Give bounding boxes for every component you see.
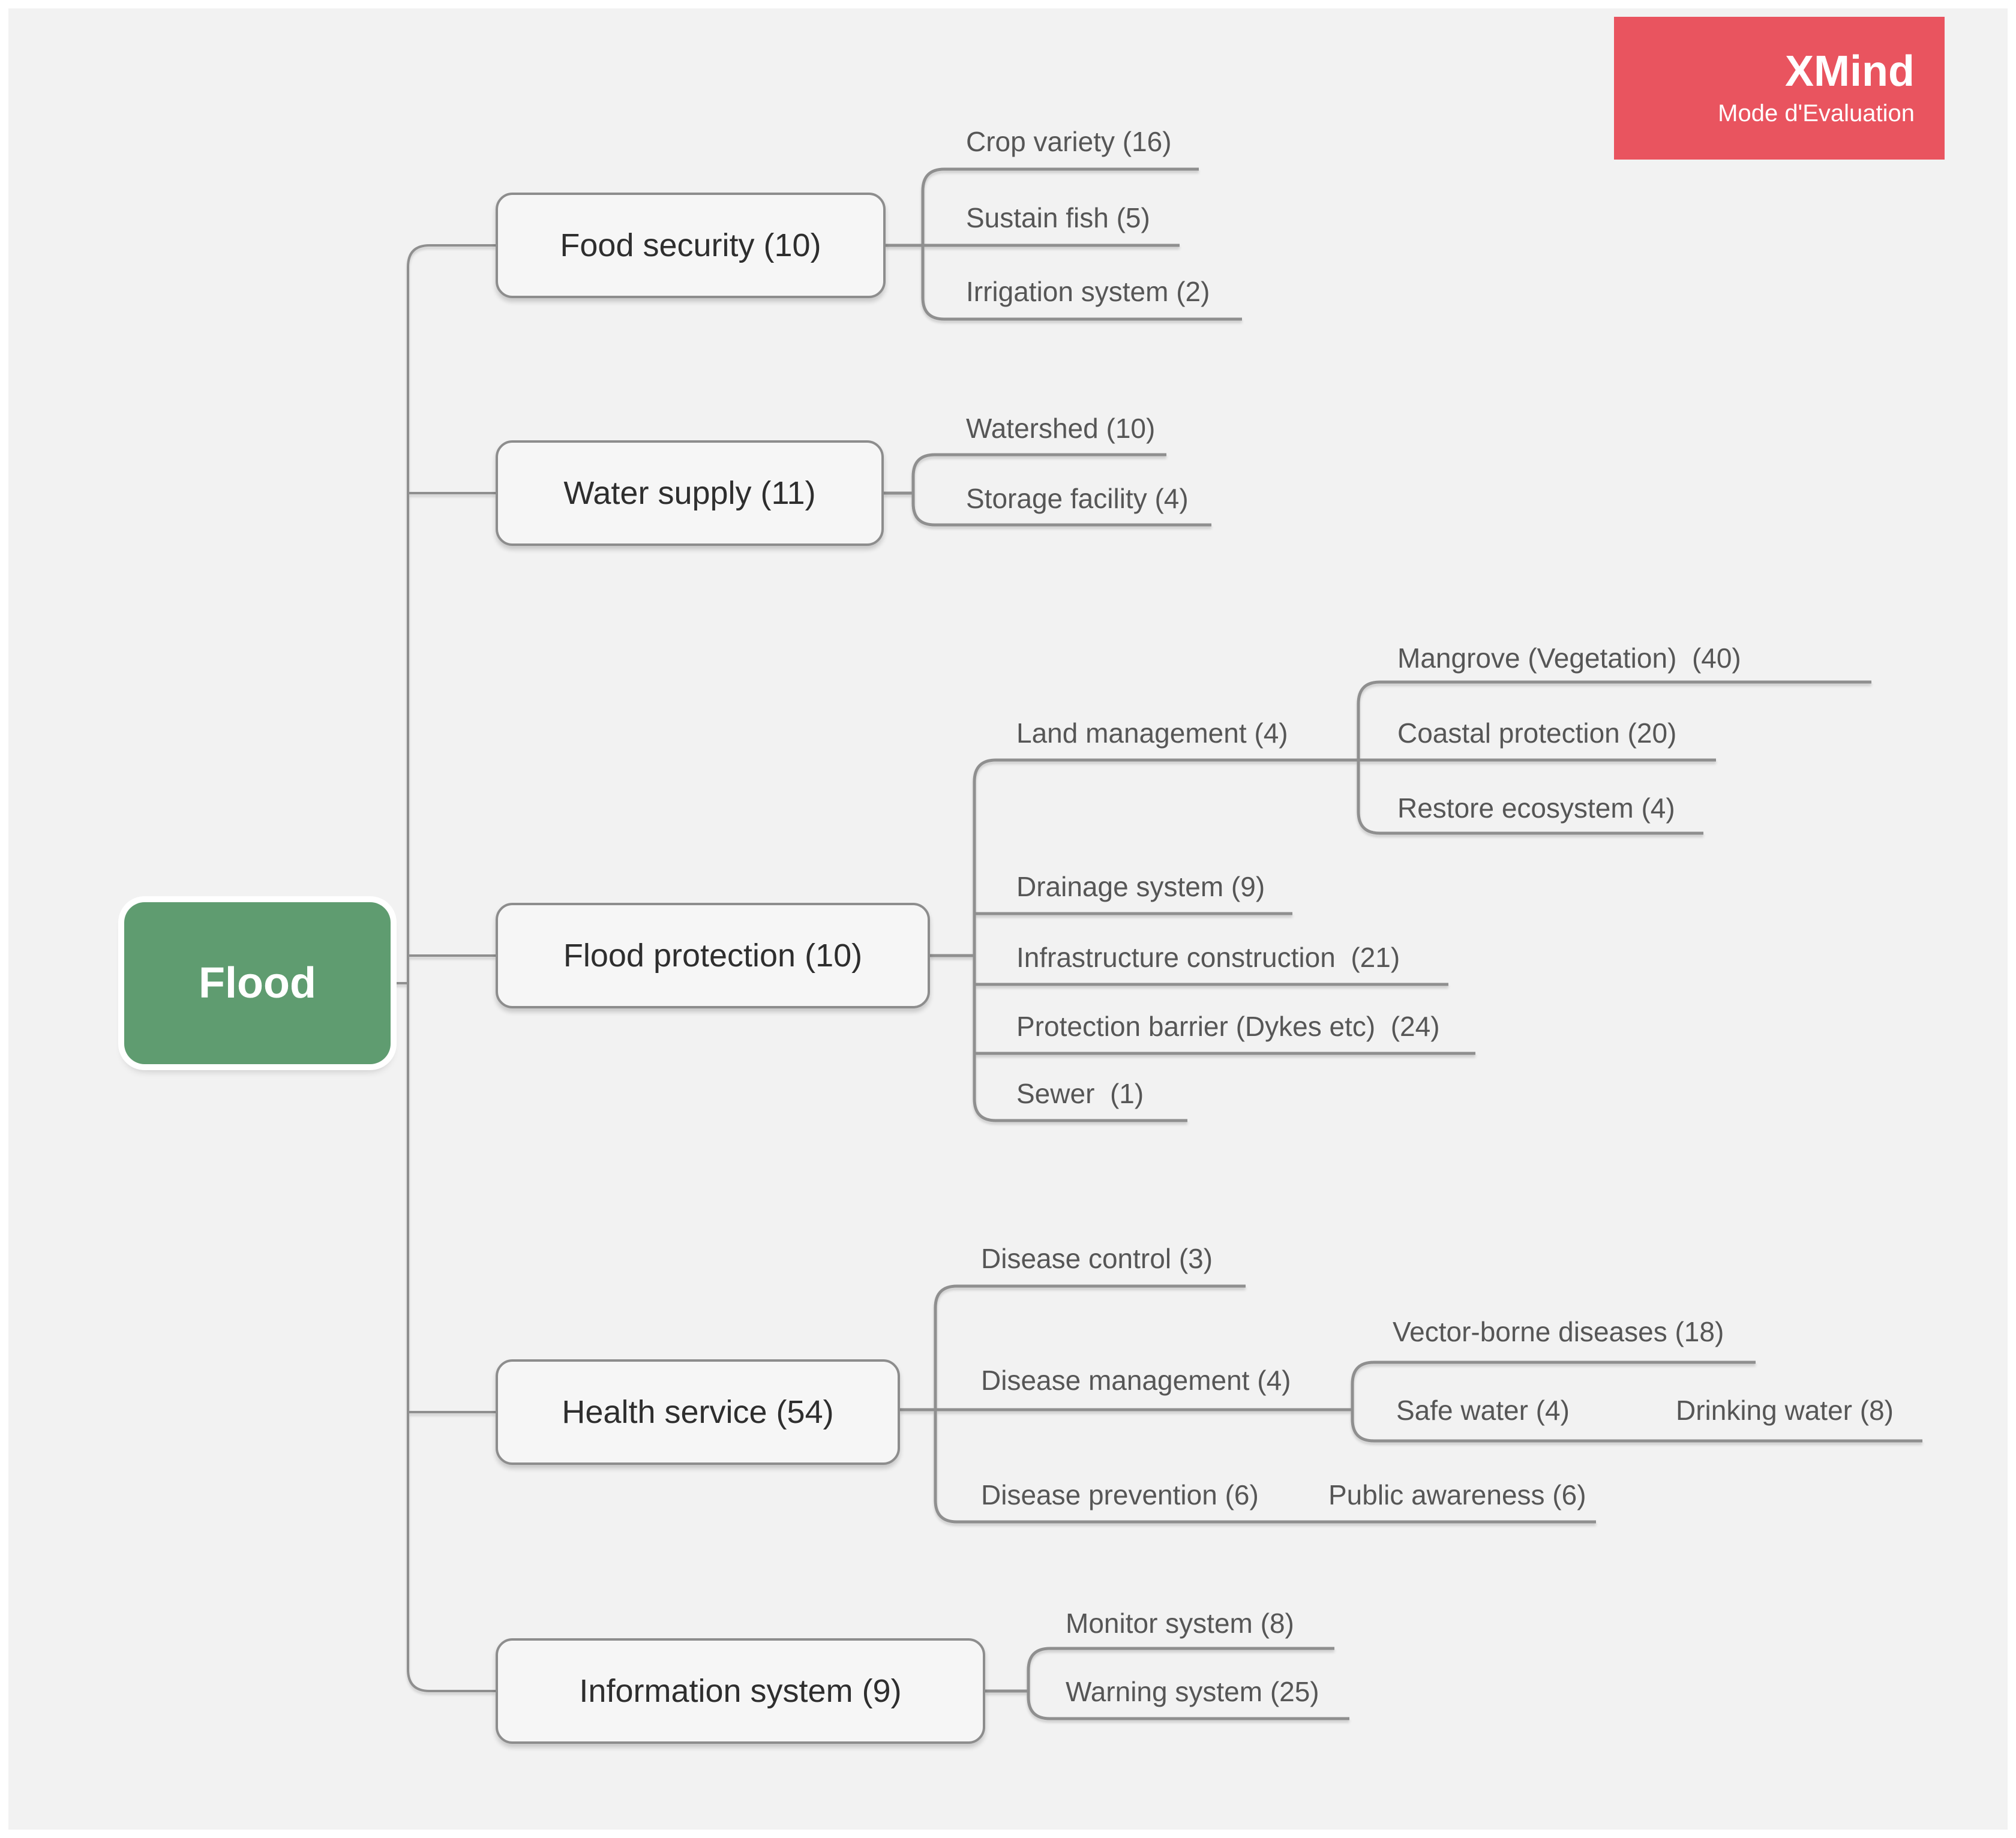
subtopic-disease-management[interactable]: Disease management (4) (981, 1365, 1291, 1396)
subtopic-sewer[interactable]: Sewer (1) (1016, 1078, 1144, 1109)
xmind-watermark: XMind Mode d'Evaluation (1614, 17, 1945, 160)
connector-lines (391, 167, 1922, 1720)
subtopic-warning-system[interactable]: Warning system (25) (1066, 1676, 1319, 1707)
topic-health-service[interactable]: Health service (54) (496, 1359, 900, 1465)
subtopic-infrastructure-construction[interactable]: Infrastructure construction (21) (1016, 942, 1400, 973)
subtopic-disease-prevention[interactable]: Disease prevention (6) (981, 1479, 1259, 1510)
subtopic-irrigation-system[interactable]: Irrigation system (2) (966, 276, 1210, 307)
subtopic-coastal-protection[interactable]: Coastal protection (20) (1397, 717, 1677, 749)
subtopic-safe-water[interactable]: Safe water (4) (1396, 1395, 1570, 1426)
subtopic-disease-control[interactable]: Disease control (3) (981, 1243, 1213, 1274)
subtopic-land-management[interactable]: Land management (4) (1016, 717, 1288, 749)
subtopic-public-awareness[interactable]: Public awareness (6) (1328, 1479, 1586, 1510)
xmind-logo-text: XMind (1785, 47, 1915, 95)
branch-lines (884, 167, 1922, 1720)
subtopic-drainage-system[interactable]: Drainage system (9) (1016, 871, 1265, 902)
subtopic-protection-barrier[interactable]: Protection barrier (Dykes etc) (24) (1016, 1011, 1440, 1042)
topic-flood-protection[interactable]: Flood protection (10) (496, 903, 930, 1008)
subtopic-sustain-fish[interactable]: Sustain fish (5) (966, 202, 1150, 233)
subtopic-drinking-water[interactable]: Drinking water (8) (1676, 1395, 1894, 1426)
topic-food-security[interactable]: Food security (10) (496, 193, 886, 298)
watermark-subtitle: Mode d'Evaluation (1718, 100, 1915, 127)
topic-information-system[interactable]: Information system (9) (496, 1638, 985, 1744)
topic-water-supply[interactable]: Water supply (11) (496, 440, 884, 546)
subtopic-mangrove-vegetation[interactable]: Mangrove (Vegetation) (40) (1397, 642, 1741, 674)
subtopic-vector-borne-diseases[interactable]: Vector-borne diseases (18) (1393, 1316, 1724, 1347)
root-topic-flood[interactable]: Flood (124, 902, 391, 1064)
subtopic-restore-ecosystem[interactable]: Restore ecosystem (4) (1397, 792, 1675, 824)
subtopic-storage-facility[interactable]: Storage facility (4) (966, 483, 1189, 514)
subtopic-monitor-system[interactable]: Monitor system (8) (1066, 1608, 1294, 1639)
trunk-lines (391, 244, 496, 1692)
subtopic-crop-variety[interactable]: Crop variety (16) (966, 126, 1172, 157)
subtopic-watershed[interactable]: Watershed (10) (966, 413, 1156, 444)
